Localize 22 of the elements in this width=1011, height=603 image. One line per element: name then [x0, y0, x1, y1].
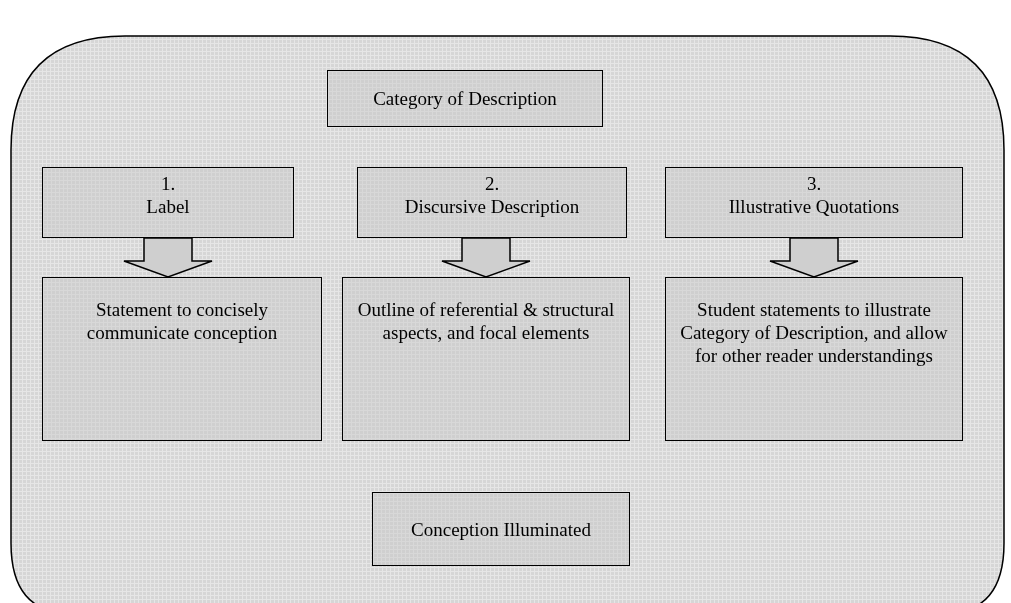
box-text: Label — [146, 195, 190, 218]
text-box — [42, 167, 294, 238]
box-text: Statement to concisely communicate conception — [85, 298, 279, 344]
box-text: 3. — [806, 172, 822, 195]
text-box — [372, 492, 630, 566]
text-box — [327, 70, 603, 127]
text-box — [342, 277, 630, 441]
text-box — [357, 167, 627, 238]
block-arrow — [769, 237, 859, 278]
box-text: Illustrative Quotations — [728, 195, 900, 218]
block-arrow — [441, 237, 531, 278]
text-box — [42, 277, 322, 441]
text-box — [665, 167, 963, 238]
box-text: Category of Description — [373, 87, 557, 110]
text-box — [665, 277, 963, 441]
box-text: 2. — [484, 172, 500, 195]
box-text: Student statements to illustrate Category of Description, and allow for other reader understandings — [679, 298, 949, 367]
block-arrow — [123, 237, 213, 278]
box-text: 1. — [160, 172, 176, 195]
box-text: Conception Illuminated — [411, 517, 591, 541]
box-text: Outline of referential & structural aspects, and focal elements — [356, 298, 616, 344]
box-text: Discursive Description — [404, 195, 580, 218]
